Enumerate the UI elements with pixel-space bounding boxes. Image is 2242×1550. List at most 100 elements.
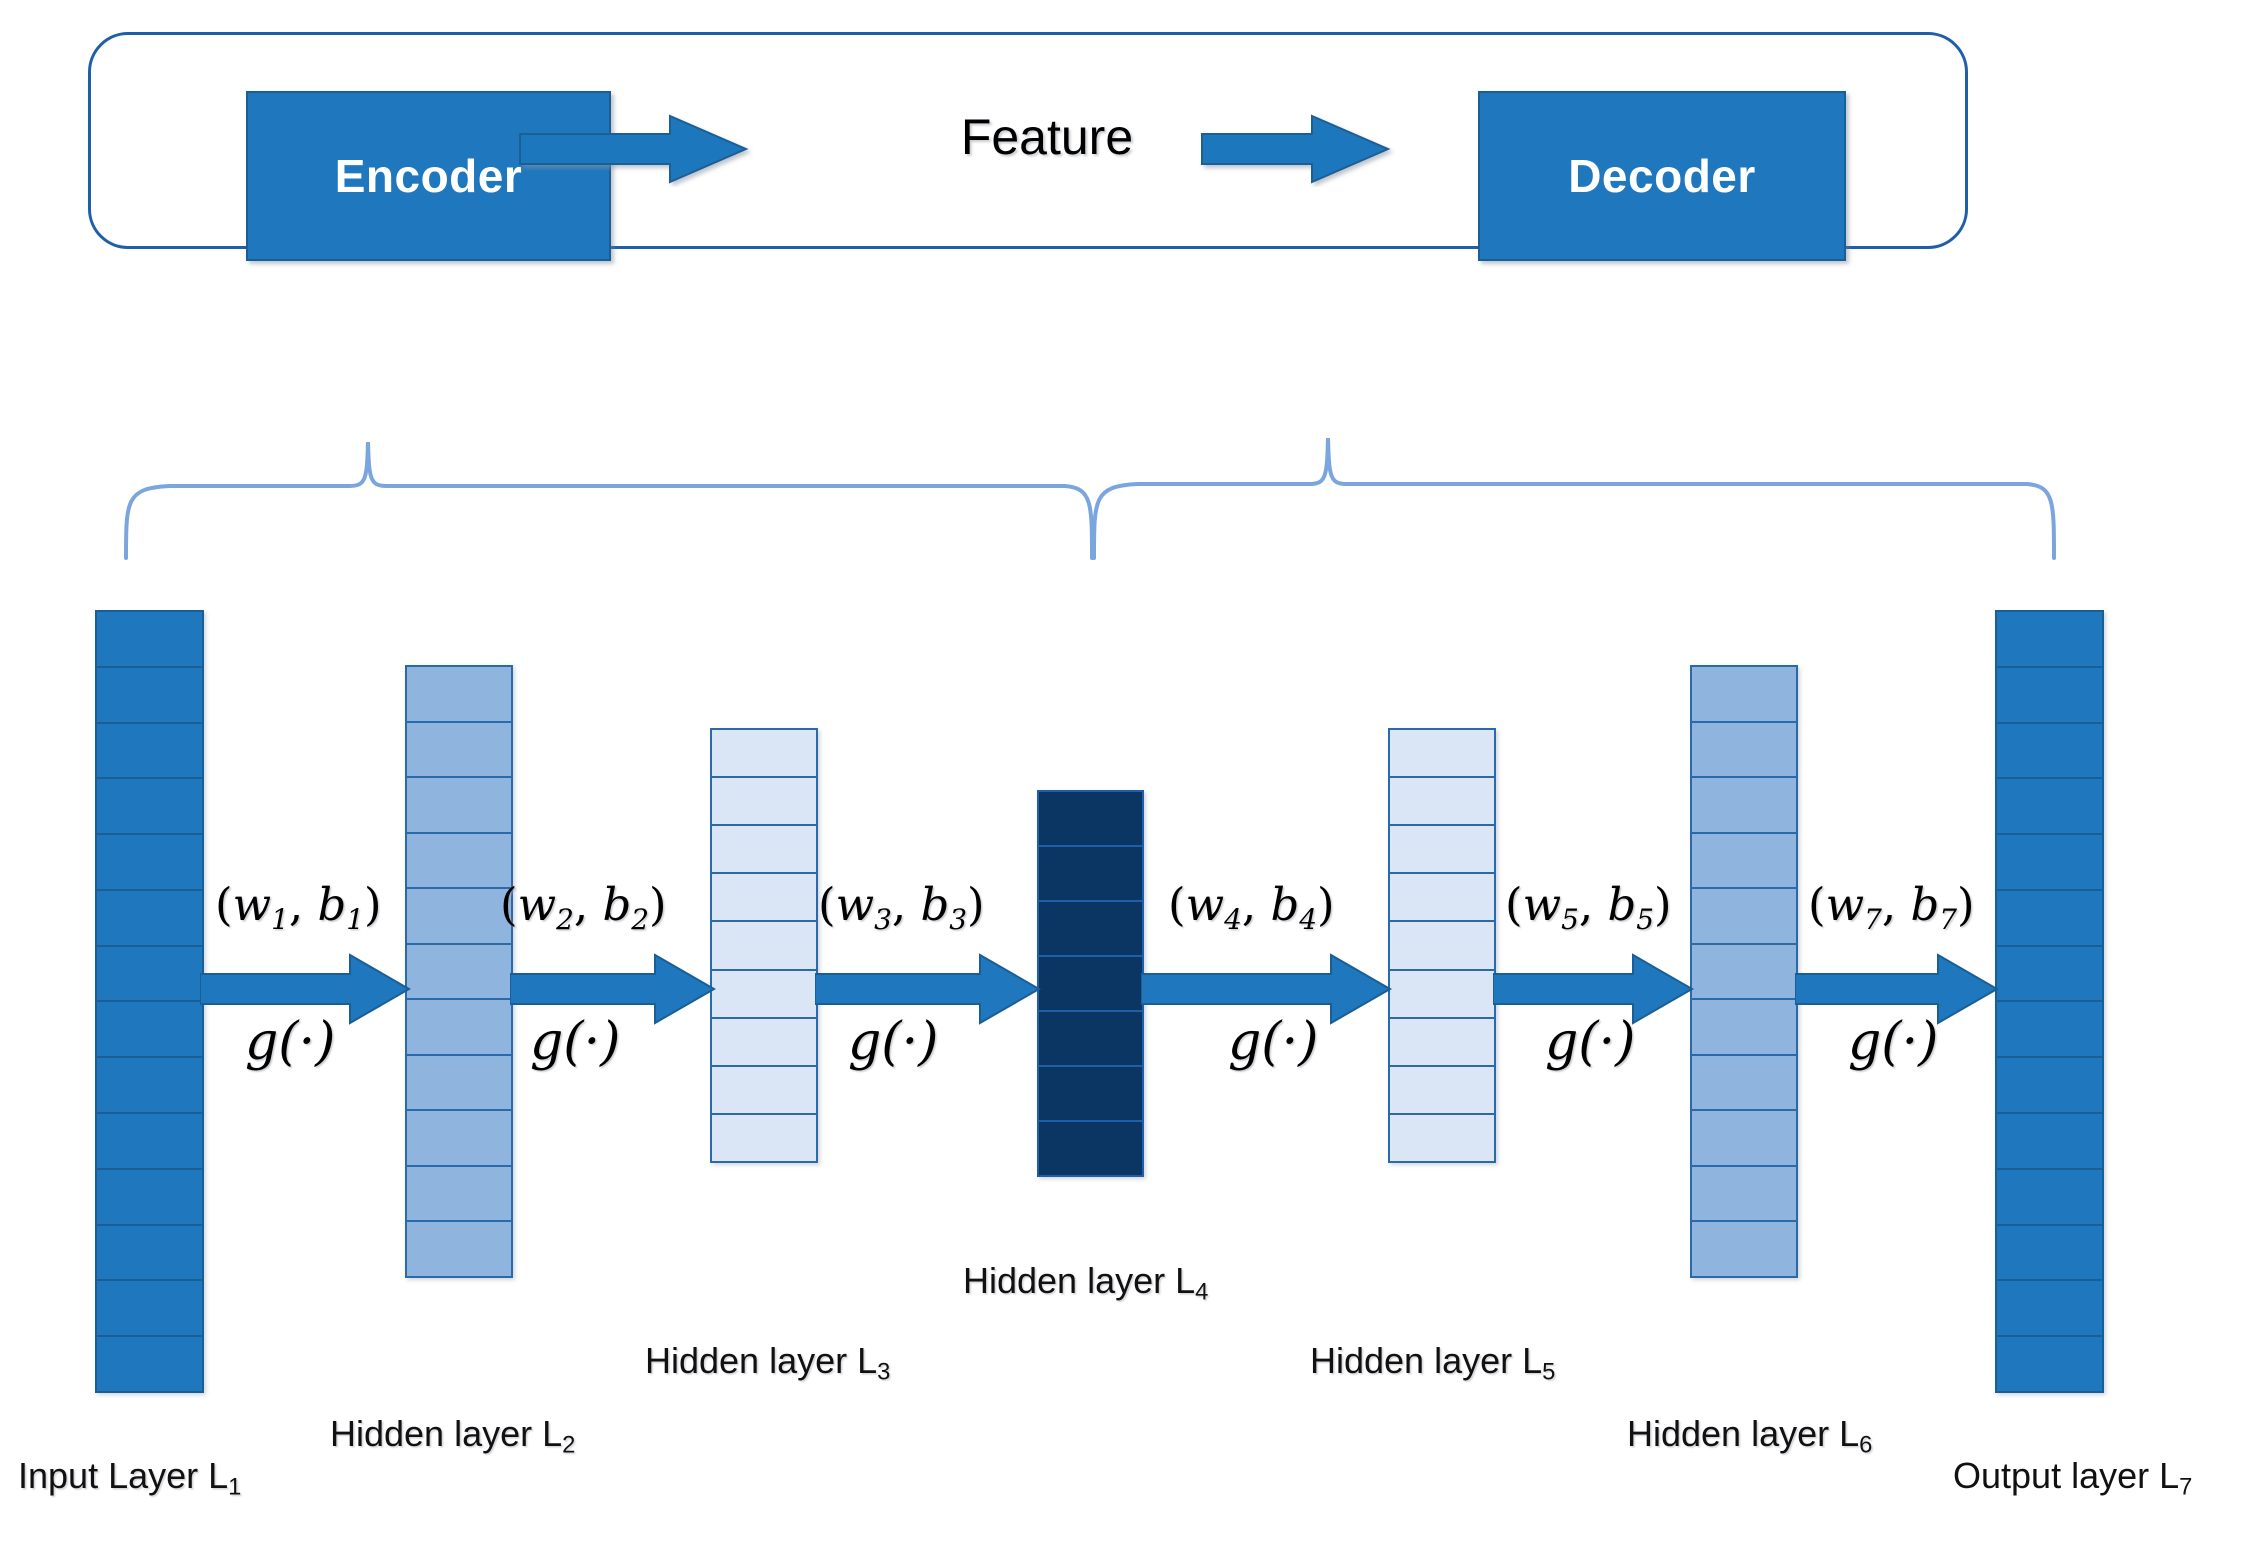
weight-bias-label-4: (w4, b4) <box>1168 878 1335 936</box>
layer-cell <box>95 610 204 668</box>
layer-cell <box>95 1056 204 1115</box>
layer-cell <box>405 720 513 779</box>
layer-column-L7[interactable] <box>1995 610 2104 1393</box>
layer-cell <box>1037 1065 1144 1122</box>
layer-column-L3[interactable] <box>710 728 818 1163</box>
layer-cell <box>710 872 818 923</box>
layer-cell <box>1995 1279 2104 1338</box>
feature-to-decoder-arrow-icon <box>1201 114 1391 184</box>
layer-cell <box>405 831 513 890</box>
autoencoder-summary-panel: Encoder Decoder <box>88 32 1968 261</box>
decoder-block[interactable]: Decoder <box>1478 91 1846 261</box>
layer-cell <box>1388 728 1496 779</box>
layer-cell <box>710 1112 818 1163</box>
encoder-brace <box>124 441 1094 560</box>
layer-cell <box>1995 721 2104 780</box>
layer-cell <box>95 1279 204 1338</box>
layer-cell <box>405 1164 513 1223</box>
layer-cell <box>1037 1010 1144 1067</box>
layer-column-L4[interactable] <box>1037 790 1144 1177</box>
weight-bias-label-3: (w3, b3) <box>818 878 985 936</box>
layer-cell <box>1037 900 1144 957</box>
layer-cell <box>95 1000 204 1059</box>
layer-column-L6[interactable] <box>1690 665 1798 1279</box>
layer-cell <box>95 1112 204 1170</box>
layer-cell <box>1995 1112 2104 1170</box>
layer-cell <box>1690 720 1798 779</box>
layer-cell <box>1388 776 1496 827</box>
layer-cell <box>1995 777 2104 836</box>
transition-arrow-1-icon <box>200 953 412 1025</box>
layer-cell <box>1388 1064 1496 1115</box>
layer-cell <box>405 998 513 1056</box>
layer-cell <box>710 824 818 875</box>
layer-cell <box>1037 955 1144 1012</box>
encoder-to-feature-arrow-icon <box>519 114 749 184</box>
layer-cell <box>95 1223 204 1282</box>
transition-arrow-5-icon <box>1493 953 1695 1025</box>
layer-cell <box>405 1053 513 1112</box>
layer-column-L5[interactable] <box>1388 728 1496 1163</box>
layer-cell <box>1388 824 1496 875</box>
layer-cell <box>95 888 204 947</box>
layer-cell <box>1388 968 1496 1019</box>
activation-label-1: g(·) <box>245 1012 336 1072</box>
layer-cell <box>1037 1120 1144 1177</box>
layer-cell <box>1995 944 2104 1003</box>
layer-cell <box>405 1109 513 1167</box>
layer-cell <box>405 1220 513 1279</box>
layer-cell <box>95 1335 204 1393</box>
layer-cell <box>1690 1220 1798 1279</box>
layer-caption-L2: Hidden layer L2 <box>330 1413 576 1459</box>
transition-arrow-3-icon <box>815 953 1042 1025</box>
layer-cell <box>1995 1167 2104 1226</box>
layer-cell <box>1690 1109 1798 1167</box>
layer-cell <box>95 721 204 780</box>
layer-cell <box>1690 776 1798 834</box>
weight-bias-label-6: (w7, b7) <box>1808 878 1975 936</box>
layer-cell <box>95 944 204 1003</box>
layer-cell <box>1690 887 1798 945</box>
layer-cell <box>1388 1016 1496 1067</box>
layer-cell <box>710 920 818 971</box>
layer-cell <box>405 776 513 834</box>
layer-cell <box>1995 1000 2104 1059</box>
layer-cell <box>1388 872 1496 923</box>
layer-cell <box>1995 665 2104 724</box>
layer-cell <box>1690 665 1798 723</box>
layer-cell <box>405 887 513 945</box>
layer-caption-L3: Hidden layer L3 <box>645 1340 891 1386</box>
layer-cell <box>710 728 818 779</box>
layer-cell <box>1690 942 1798 1001</box>
layer-cell <box>710 776 818 827</box>
feature-label: Feature <box>960 109 1134 165</box>
layer-cell <box>1690 831 1798 890</box>
activation-label-4: g(·) <box>1228 1012 1319 1072</box>
layer-cell <box>1995 888 2104 947</box>
decoder-brace <box>1092 437 2056 560</box>
layer-cell <box>1388 920 1496 971</box>
layer-caption-L6: Hidden layer L6 <box>1627 1413 1873 1459</box>
layer-caption-L4: Hidden layer L4 <box>963 1260 1209 1306</box>
weight-bias-label-5: (w5, b5) <box>1505 878 1672 936</box>
layer-cell <box>95 833 204 891</box>
layer-caption-L1: Input Layer L1 <box>18 1455 242 1501</box>
layer-cell <box>1690 1164 1798 1223</box>
layer-column-L2[interactable] <box>405 665 513 1279</box>
layer-cell <box>95 1167 204 1226</box>
layer-cell <box>710 1064 818 1115</box>
layer-cell <box>1690 1053 1798 1112</box>
transition-arrow-6-icon <box>1795 953 2000 1025</box>
encoder-block[interactable]: Encoder <box>246 91 611 261</box>
weight-bias-label-2: (w2, b2) <box>500 878 667 936</box>
layer-cell <box>1690 998 1798 1056</box>
layer-cell <box>1995 1223 2104 1282</box>
layer-cell <box>710 1016 818 1067</box>
layer-caption-L5: Hidden layer L5 <box>1310 1340 1556 1386</box>
layer-column-L1[interactable] <box>95 610 204 1393</box>
layer-cell <box>405 665 513 723</box>
activation-label-2: g(·) <box>530 1012 621 1072</box>
layer-cell <box>1995 1056 2104 1115</box>
activation-label-5: g(·) <box>1545 1012 1636 1072</box>
